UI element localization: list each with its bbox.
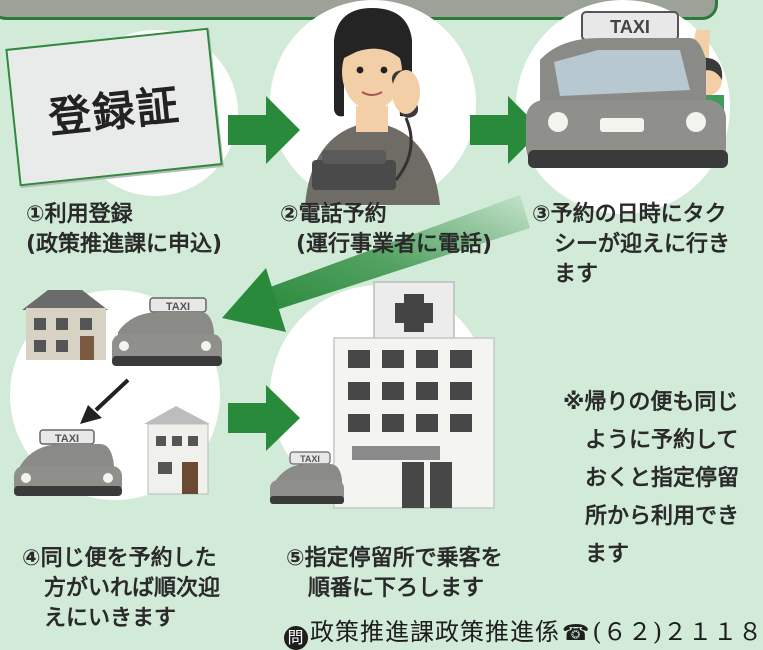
note-line5: ます	[585, 542, 630, 567]
step4-label: ④同じ便を予約した 方がいれば順次迎 えにいきます	[22, 544, 220, 634]
arrow-right-2	[470, 96, 542, 164]
contact-tel: (６２)２１１８	[592, 618, 763, 646]
taxi-sign-text-large: TAXI	[610, 17, 650, 37]
woman-phone-illustration	[305, 8, 440, 205]
step3-line3: ます	[554, 262, 599, 287]
arrow-right-1	[228, 96, 300, 164]
step2-label: ②電話予約 (運行事業者に電話)	[280, 200, 492, 260]
contact-department: 政策推進課政策推進係	[310, 618, 560, 646]
step3-line2: シーが迎えに行き	[554, 232, 731, 257]
note-line4: 所から利用でき	[585, 504, 740, 529]
step1-line2: (政策推進課に申込)	[26, 232, 223, 257]
step2-line1: ②電話予約	[280, 202, 387, 227]
step3-label: ③予約の日時にタク シーが迎えに行き ます	[532, 200, 730, 290]
step4-line1: ④同じ便を予約した	[22, 546, 217, 571]
phone-icon: ☎	[562, 621, 591, 646]
step5-line1: ⑤指定停留所で乗客を	[286, 546, 503, 571]
step5-line2: 順番に下ろします	[308, 576, 485, 601]
arrow-right-3	[228, 385, 300, 451]
inquiry-mark-icon: 問	[284, 626, 308, 650]
step4-line3: えにいきます	[44, 606, 177, 631]
return-trip-note: ※帰りの便も同じ ように予約して おくと指定停留 所から利用でき ます	[563, 384, 739, 574]
note-line1: ※帰りの便も同じ	[563, 390, 739, 415]
taxi-sign-text-step4-b: TAXI	[55, 433, 79, 445]
step2-line2: (運行事業者に電話)	[296, 232, 493, 257]
arrow-small-down-left	[80, 378, 130, 424]
step5-label: ⑤指定停留所で乗客を 順番に下ろします	[286, 544, 503, 604]
step1-label: ①利用登録 (政策推進課に申込)	[26, 200, 222, 260]
arrow-diagonal	[222, 195, 530, 332]
step4-line2: 方がいれば順次迎	[44, 576, 221, 601]
taxi-waving-illustration: TAXI	[526, 11, 728, 168]
hospital-taxi-illustration: TAXI	[270, 281, 495, 509]
houses-taxi-illustration: TAXI TAXI	[14, 290, 222, 496]
step1-line1: ①利用登録	[26, 202, 133, 227]
step3-line1: ③予約の日時にタク	[532, 202, 727, 227]
taxi-sign-text-step4-a: TAXI	[166, 301, 190, 313]
taxi-sign-text-step5: TAXI	[300, 454, 320, 464]
note-line2: ように予約して	[585, 428, 739, 453]
note-line3: おくと指定停留	[585, 466, 740, 491]
contact-info: 問政策推進課政策推進係☎(６２)２１１８	[284, 612, 763, 650]
